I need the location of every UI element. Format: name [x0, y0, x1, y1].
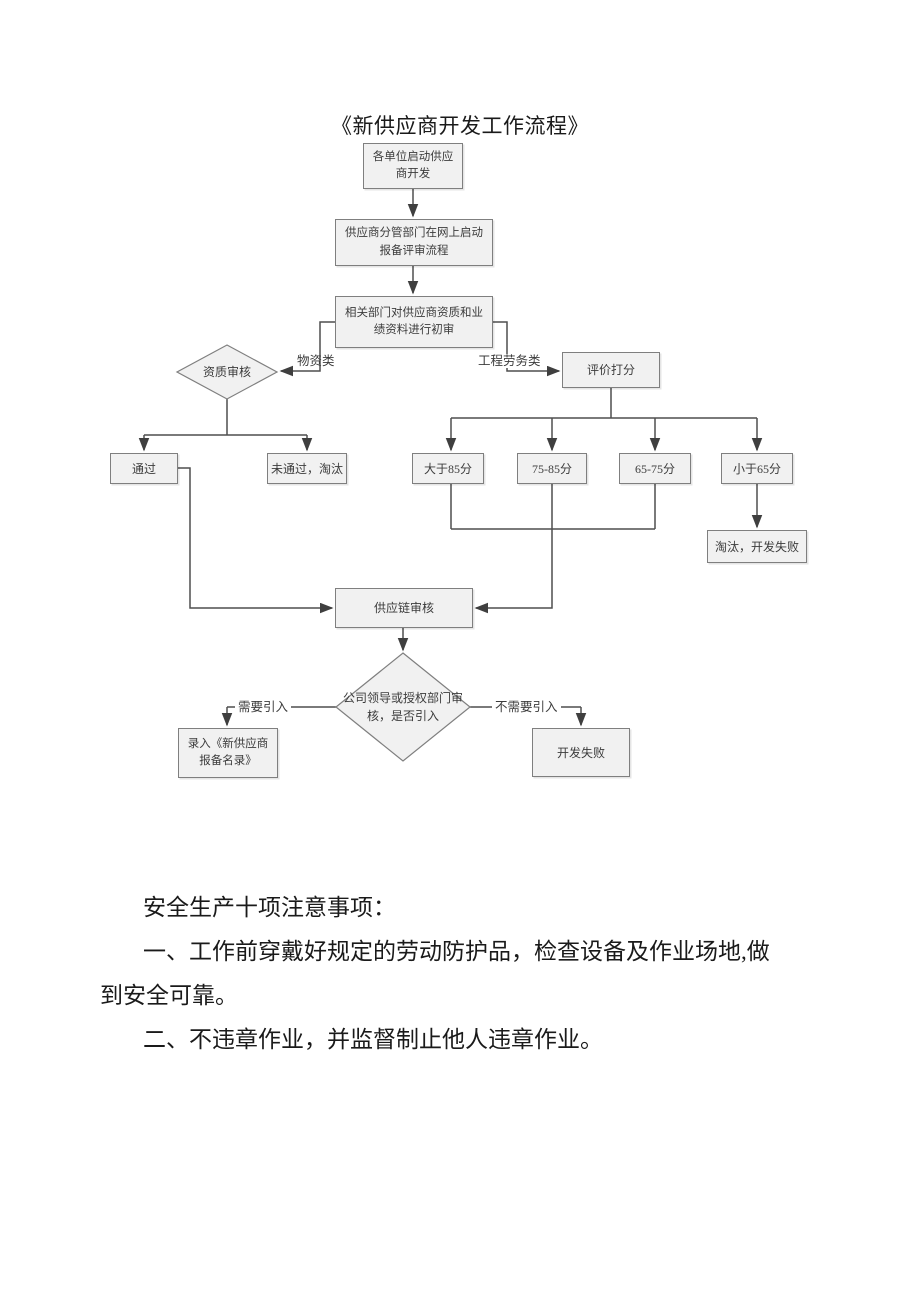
node-pass: 通过 [110, 453, 178, 484]
edge-scores-merge [450, 484, 656, 530]
node-start: 各单位启动供应商开发 [363, 143, 463, 189]
node-above-85: 大于85分 [412, 453, 484, 484]
edge-evaluation-split [451, 388, 757, 419]
edge-qualification-split [144, 399, 307, 436]
node-enter-directory: 录入《新供应商报备名录》 [178, 728, 278, 778]
edge-preliminary-to-evaluation [493, 321, 561, 377]
edge-preliminary-to-qualification [279, 321, 335, 377]
edge-pass-to-supplychain [178, 467, 334, 614]
safety-note-line: 一、工作前穿戴好规定的劳动防护品，检查设备及作业场地,做 [143, 939, 770, 964]
safety-note-line: 到安全可靠。 [100, 983, 238, 1008]
node-supply-chain-review: 供应链审核 [335, 588, 473, 628]
page-title: 《新供应商开发工作流程》 [331, 114, 589, 138]
node-evaluation-scoring: 评价打分 [562, 352, 660, 388]
node-online-review: 供应商分管部门在网上启动报备评审流程 [335, 219, 493, 266]
node-score-65-75: 65-75分 [619, 453, 691, 484]
node-not-pass-eliminated: 未通过，淘汰 [267, 453, 347, 484]
edge-label-need-introduce: 需要引入 [235, 700, 292, 714]
node-preliminary-review: 相关部门对供应商资质和业绩资料进行初审 [335, 296, 493, 348]
node-eliminated-dev-failed: 淘汰，开发失败 [707, 530, 807, 563]
leader-review-diamond [335, 652, 471, 762]
edge-label-engineering-labor-category: 工程劳务类 [475, 354, 544, 368]
node-qualification-review: 资质审核 [202, 365, 251, 379]
node-leader-review: 公司领导或授权部门审核，是否引入 [342, 691, 463, 723]
safety-notes: 安全生产十项注意事项： 一、工作前穿戴好规定的劳动防护品，检查设备及作业场地,做… [100, 886, 824, 1062]
safety-note-line: 二、不违章作业，并监督制止他人违章作业。 [143, 1027, 603, 1052]
node-below-65: 小于65分 [721, 453, 793, 484]
node-score-75-85: 75-85分 [517, 453, 587, 484]
edge-label-material-category: 物资类 [297, 354, 335, 368]
node-dev-failed: 开发失败 [532, 728, 630, 777]
safety-notes-heading: 安全生产十项注意事项： [143, 895, 396, 920]
edge-scores-to-supplychain [474, 484, 553, 614]
edge-label-no-need-introduce: 不需要引入 [492, 700, 561, 714]
qualification-review-diamond [175, 344, 279, 400]
